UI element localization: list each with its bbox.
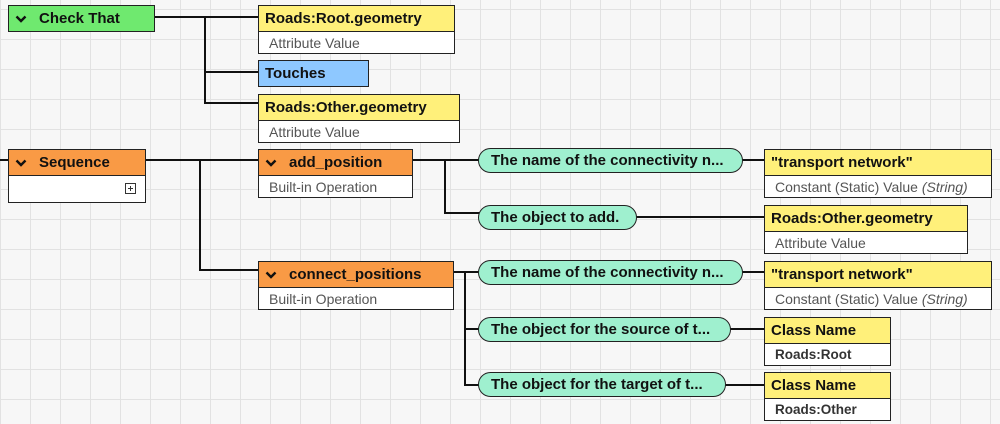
param-add-object[interactable]: The object to add. — [478, 205, 637, 230]
check-that-node[interactable]: Check That — [8, 5, 155, 32]
other-geometry-node[interactable]: Roads:Other.geometry Attribute Value — [764, 205, 968, 254]
class-name-root-value: Roads:Root — [764, 344, 891, 366]
class-name-root-header[interactable]: Class Name — [764, 317, 891, 344]
transport-network-label: "transport network" — [771, 266, 913, 283]
sequence-header[interactable]: Sequence — [8, 149, 146, 176]
other-geometry-subtitle: Attribute Value — [258, 121, 460, 143]
touches-node[interactable]: Touches — [258, 60, 369, 87]
param-connect-target[interactable]: The object for the target of t... — [478, 372, 726, 397]
class-name-root-label: Class Name — [771, 322, 857, 339]
sequence-node[interactable]: Sequence — [8, 149, 146, 203]
touches-label: Touches — [265, 65, 326, 82]
chevron-down-icon[interactable] — [265, 157, 277, 169]
other-geometry-label: Roads:Other.geometry — [771, 210, 933, 227]
expand-plus-icon[interactable] — [125, 183, 136, 194]
constant-value-text: Constant (Static) Value — [775, 290, 918, 307]
transport-network-header[interactable]: "transport network" — [764, 261, 992, 288]
other-geometry-header[interactable]: Roads:Other.geometry — [764, 205, 968, 232]
param-add-name[interactable]: The name of the connectivity n... — [478, 148, 743, 173]
add-position-node[interactable]: add_position Built-in Operation — [258, 149, 413, 198]
class-name-other-label: Class Name — [771, 377, 857, 394]
add-position-header[interactable]: add_position — [258, 149, 413, 176]
connect-positions-subtitle: Built-in Operation — [258, 288, 454, 310]
sequence-label: Sequence — [39, 154, 110, 171]
check-that-header[interactable]: Check That — [8, 5, 155, 32]
other-geometry-node[interactable]: Roads:Other.geometry Attribute Value — [258, 94, 460, 143]
constant-type-text: (String) — [921, 178, 968, 195]
touches-header[interactable]: Touches — [258, 60, 369, 87]
add-position-label: add_position — [289, 154, 383, 171]
root-geometry-label: Roads:Root.geometry — [265, 10, 422, 27]
param-connect-source[interactable]: The object for the source of t... — [478, 317, 731, 342]
transport-network-subtitle: Constant (Static) Value (String) — [764, 288, 992, 310]
other-geometry-subtitle: Attribute Value — [764, 232, 968, 254]
sequence-body — [8, 176, 146, 203]
class-name-other-header[interactable]: Class Name — [764, 372, 891, 399]
add-position-subtitle: Built-in Operation — [258, 176, 413, 198]
param-connect-name[interactable]: The name of the connectivity n... — [478, 260, 743, 285]
class-name-root-node[interactable]: Class Name Roads:Root — [764, 317, 891, 366]
chevron-down-icon[interactable] — [265, 269, 277, 281]
class-name-other-node[interactable]: Class Name Roads:Other — [764, 372, 891, 421]
root-geometry-header[interactable]: Roads:Root.geometry — [258, 5, 455, 32]
connect-positions-label: connect_positions — [289, 266, 422, 283]
transport-network-subtitle: Constant (Static) Value (String) — [764, 176, 992, 198]
transport-network-header[interactable]: "transport network" — [764, 149, 992, 176]
constant-value-text: Constant (Static) Value — [775, 178, 918, 195]
transport-network-node[interactable]: "transport network" Constant (Static) Va… — [764, 149, 992, 198]
chevron-down-icon[interactable] — [15, 157, 27, 169]
transport-network-label: "transport network" — [771, 154, 913, 171]
root-geometry-subtitle: Attribute Value — [258, 32, 455, 54]
other-geometry-header[interactable]: Roads:Other.geometry — [258, 94, 460, 121]
connect-positions-header[interactable]: connect_positions — [258, 261, 454, 288]
class-name-other-value: Roads:Other — [764, 399, 891, 421]
connect-positions-node[interactable]: connect_positions Built-in Operation — [258, 261, 454, 310]
check-that-label: Check That — [39, 10, 120, 27]
root-geometry-node[interactable]: Roads:Root.geometry Attribute Value — [258, 5, 455, 54]
other-geometry-label: Roads:Other.geometry — [265, 99, 427, 116]
chevron-down-icon[interactable] — [15, 13, 27, 25]
constant-type-text: (String) — [921, 290, 968, 307]
transport-network-node[interactable]: "transport network" Constant (Static) Va… — [764, 261, 992, 310]
